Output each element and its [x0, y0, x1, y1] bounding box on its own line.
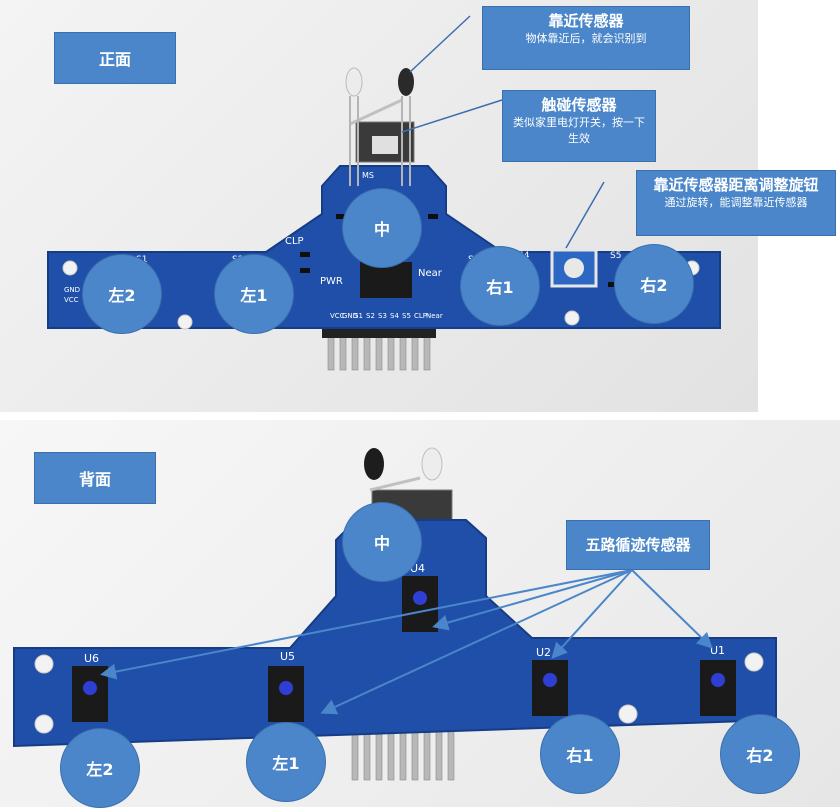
- front-title: 正面: [54, 32, 176, 84]
- leader-collision: [401, 99, 503, 133]
- front-position-center: 中: [342, 188, 422, 268]
- pin-label-1: GND: [342, 312, 358, 320]
- callout-proximity-sensor: 靠近传感器 物体靠近后，就会识别到: [482, 6, 690, 70]
- touch-switch: [355, 121, 415, 163]
- sensor-modules: [72, 576, 736, 722]
- callout-line-tracking: 五路循迹传感器: [566, 520, 710, 570]
- arrow-to-u1: [631, 569, 713, 649]
- label-near: Near: [418, 268, 443, 279]
- back-position-right2: 右2: [720, 714, 800, 794]
- back-pin-header: [351, 719, 455, 781]
- pin-label-5: S4: [390, 312, 399, 320]
- front-position-right1: 右1: [460, 246, 540, 326]
- front-chip: [360, 262, 412, 298]
- front-photo: S1 S2 S3 S4 S5 CLP PWR Near GND VCC MS V…: [0, 0, 836, 412]
- label-u6: U6: [84, 652, 99, 665]
- arrow-to-u2: [551, 569, 633, 659]
- pin-label-8: Near: [426, 312, 443, 320]
- label-ms: MS: [362, 171, 374, 180]
- callout-collision-title: 触碰传感器: [541, 96, 617, 114]
- back-photo: U6 U5 U4 U2 U1 背面 五路循迹传感器 中 左2 左1 右1 右2: [0, 420, 840, 808]
- callout-collision-sensor: 触碰传感器 类似家里电灯开关，按一下生效: [502, 90, 656, 162]
- pin-label-0: VCC: [330, 312, 345, 320]
- callout-knob-title: 靠近传感器距离调整旋钮: [653, 176, 819, 194]
- back-position-left2: 左2: [60, 728, 140, 808]
- callout-proximity-title: 靠近传感器: [548, 12, 624, 30]
- leader-knob: [565, 181, 605, 249]
- label-vcc: VCC: [64, 296, 79, 304]
- callout-collision-subtitle: 类似家里电灯开关，按一下生效: [513, 116, 645, 145]
- callout-line-tracking-title: 五路循迹传感器: [585, 536, 691, 554]
- back-title: 背面: [34, 452, 156, 504]
- callout-proximity-subtitle: 物体靠近后，就会识别到: [525, 32, 647, 45]
- arrow-to-u6: [100, 569, 633, 680]
- leader-proximity: [409, 15, 471, 73]
- label-gnd: GND: [64, 286, 80, 294]
- front-position-left1: 左1: [214, 254, 294, 334]
- label-u5: U5: [280, 650, 295, 663]
- label-u2: U2: [536, 646, 551, 659]
- front-position-right2: 右2: [614, 244, 694, 324]
- arrow-to-u4: [432, 569, 633, 631]
- front-position-left2: 左2: [82, 254, 162, 334]
- pin-label-6: S5: [402, 312, 411, 320]
- callout-knob-subtitle: 通过旋转，能调整靠近传感器: [664, 196, 808, 209]
- label-s5: S5: [610, 251, 621, 261]
- pin-label-2: S1: [354, 312, 363, 320]
- label-u1: U1: [710, 644, 725, 657]
- back-board-illustration: U6 U5 U4 U2 U1: [13, 447, 777, 781]
- label-pwr: PWR: [320, 276, 343, 287]
- pin-label-4: S3: [378, 312, 387, 320]
- pin-label-7: CLP: [414, 312, 427, 320]
- back-position-left1: 左1: [246, 722, 326, 802]
- arrow-to-u5: [320, 569, 633, 715]
- back-position-center: 中: [342, 502, 422, 582]
- back-position-right1: 右1: [540, 714, 620, 794]
- label-clp: CLP: [285, 236, 304, 247]
- pin-label-3: S2: [366, 312, 375, 320]
- callout-distance-knob: 靠近传感器距离调整旋钮 通过旋转，能调整靠近传感器: [636, 170, 836, 236]
